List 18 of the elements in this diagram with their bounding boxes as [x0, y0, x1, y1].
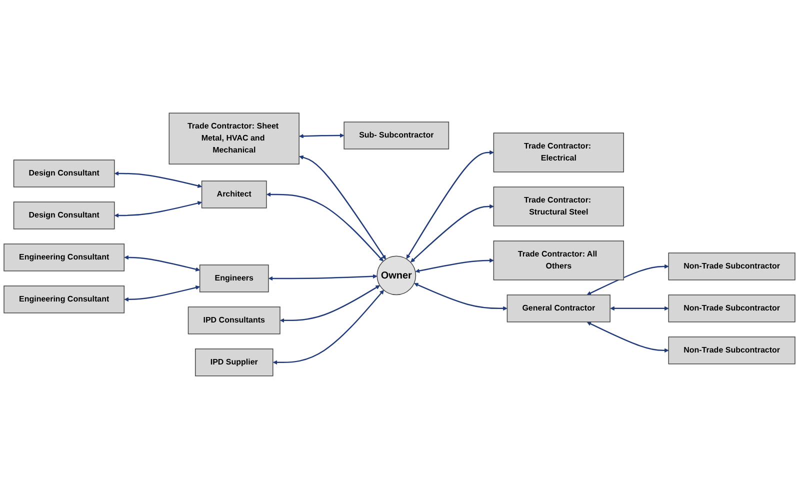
- arrow: [299, 133, 344, 138]
- arrow: [410, 204, 494, 262]
- arrow: [114, 171, 202, 188]
- arrow: [114, 201, 202, 218]
- arrow: [586, 264, 669, 296]
- arrow: [272, 290, 384, 365]
- arrow: [124, 285, 200, 302]
- arrow: [415, 258, 494, 273]
- arrow: [299, 155, 386, 260]
- arrow: [124, 255, 200, 272]
- arrow: [266, 192, 384, 262]
- arrow: [280, 285, 380, 323]
- arrow: [268, 274, 378, 281]
- arrow: [586, 322, 669, 353]
- arrow: [414, 282, 508, 311]
- arrow: [610, 306, 669, 311]
- arrow: [406, 150, 494, 259]
- node-circle: Owner: [376, 256, 416, 296]
